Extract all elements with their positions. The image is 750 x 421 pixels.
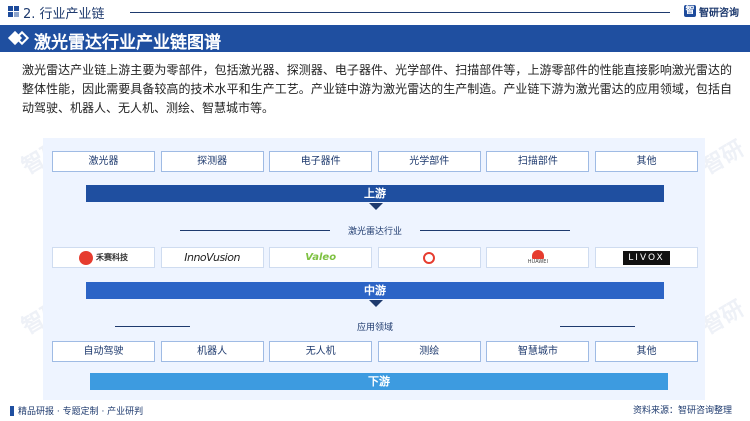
upstream-item: 扫描部件 <box>486 151 590 172</box>
hesai-logo: 禾赛科技 <box>52 247 155 268</box>
brand: 智 智研咨询 <box>684 4 739 19</box>
circle-brand-logo <box>377 247 481 268</box>
page-title: 激光雷达行业产业链图谱 <box>34 33 221 53</box>
downstream-bar: 下游 <box>90 373 668 390</box>
downstream-item: 无人机 <box>269 341 373 362</box>
downstream-subtitle: 应用领域 <box>356 323 393 333</box>
brand-name: 智研咨询 <box>699 7 739 19</box>
description-text: 激光雷达产业链上游主要为零部件，包括激光器、探测器、电子器件、光学部件、扫描部件… <box>22 63 732 115</box>
footer-tagline: 精品研报 · 专题定制 · 产业研判 <box>10 404 143 417</box>
upstream-items: 激光器 探测器 电子器件 光学部件 扫描部件 其他 <box>52 151 698 172</box>
upstream-item: 光学部件 <box>377 151 481 172</box>
company-name: LIVOX <box>623 250 670 265</box>
subtitle-rule-right <box>420 230 570 231</box>
midstream-companies: 禾赛科技 InnoVusion Valeo HUAWEI LIVOX <box>52 247 698 268</box>
accent-bar <box>10 405 14 416</box>
innovusion-logo: InnoVusion <box>160 247 264 268</box>
company-name: Valeo <box>305 252 337 263</box>
midstream-bar: 中游 <box>86 282 664 299</box>
subtitle-rule-right <box>560 326 635 327</box>
huawei-petal-icon <box>531 250 544 259</box>
brand-logo-icon: 智 <box>684 5 696 17</box>
section-icon <box>8 6 19 17</box>
downstream-item: 自动驾驶 <box>52 341 155 362</box>
company-name: HUAWEI <box>527 259 548 265</box>
downstream-item: 智慧城市 <box>486 341 590 362</box>
midstream-subtitle: 激光雷达行业 <box>347 227 402 237</box>
downstream-item: 测绘 <box>377 341 481 362</box>
title-banner: 激光雷达行业产业链图谱 <box>0 25 750 53</box>
huawei-logo: HUAWEI <box>486 247 590 268</box>
company-name: InnoVusion <box>184 251 240 264</box>
downstream-item: 机器人 <box>160 341 264 362</box>
livox-logo: LIVOX <box>594 247 698 268</box>
downstream-items: 自动驾驶 机器人 无人机 测绘 智慧城市 其他 <box>52 341 698 362</box>
arrow-down-icon <box>369 300 383 307</box>
upstream-item: 激光器 <box>52 151 155 172</box>
source-note: 资料来源：智研咨询整理 <box>632 406 732 416</box>
arrow-down-icon <box>369 203 383 210</box>
upstream-item: 探测器 <box>160 151 264 172</box>
circle-brand-icon <box>423 251 436 264</box>
company-name: 禾赛科技 <box>96 253 128 262</box>
subtitle-rule-left <box>180 230 330 231</box>
section-title: 2. 行业产业链 <box>23 7 105 22</box>
upstream-item: 其他 <box>594 151 698 172</box>
top-bar: 2. 行业产业链 智 智研咨询 <box>0 0 750 24</box>
section-divider <box>130 12 670 13</box>
downstream-item: 其他 <box>594 341 698 362</box>
upstream-item: 电子器件 <box>269 151 373 172</box>
upstream-bar: 上游 <box>86 185 664 202</box>
subtitle-rule-left <box>115 326 190 327</box>
valeo-logo: Valeo <box>269 247 373 268</box>
tagline-text: 精品研报 · 专题定制 · 产业研判 <box>18 407 144 417</box>
hesai-mark-icon <box>79 250 93 265</box>
